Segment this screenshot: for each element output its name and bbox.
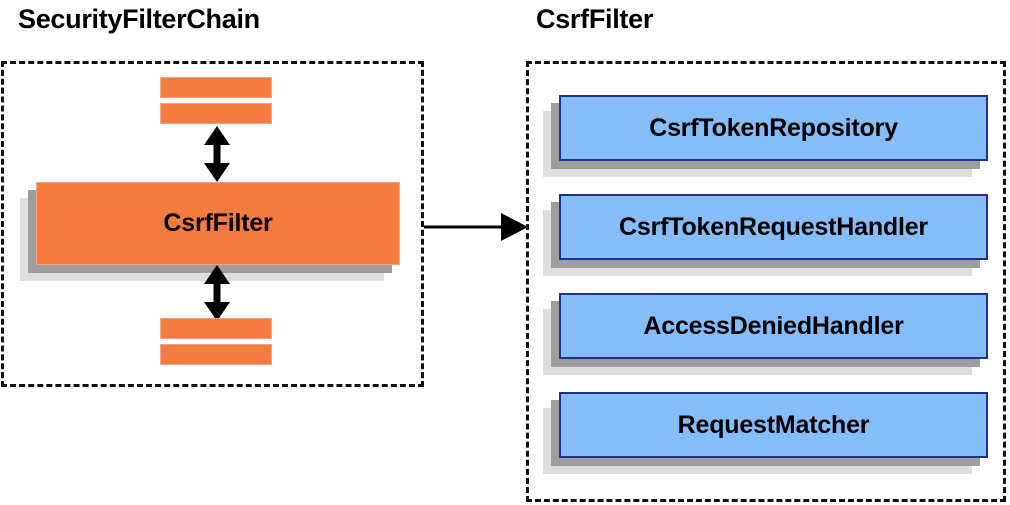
filter-bar-top-2: [160, 103, 272, 124]
component-box-label: AccessDeniedHandler: [643, 311, 904, 340]
csrf-filter-panel: [526, 61, 1006, 502]
component-box-csrf-token-repository[interactable]: CsrfTokenRepository: [543, 95, 988, 177]
component-box-access-denied-handler[interactable]: AccessDeniedHandler: [543, 293, 988, 375]
security-filter-chain-panel: [1, 61, 424, 387]
component-box-csrf-token-request-handler[interactable]: CsrfTokenRequestHandler: [543, 194, 988, 276]
component-box-label: CsrfTokenRequestHandler: [619, 212, 928, 241]
page-title-csrf-filter: CsrfFilter: [536, 4, 654, 34]
component-box-label: RequestMatcher: [677, 410, 870, 439]
component-box-face: AccessDeniedHandler: [559, 293, 988, 359]
filter-bar-bottom-1: [160, 318, 272, 339]
filter-bar-bottom-2: [160, 344, 272, 365]
component-box-face: RequestMatcher: [559, 392, 988, 458]
page-title-security-filter-chain: SecurityFilterChain: [18, 4, 260, 34]
component-box-label: CsrfTokenRepository: [649, 113, 898, 142]
component-box-face: CsrfTokenRepository: [559, 95, 988, 161]
filter-bar-top-1: [160, 77, 272, 98]
csrf-filter-box-face: CsrfFilter: [36, 182, 400, 265]
csrf-filter-box[interactable]: CsrfFilter: [20, 182, 400, 281]
component-box-request-matcher[interactable]: RequestMatcher: [543, 392, 988, 474]
component-box-face: CsrfTokenRequestHandler: [559, 194, 988, 260]
csrf-filter-box-label: CsrfFilter: [163, 209, 273, 237]
